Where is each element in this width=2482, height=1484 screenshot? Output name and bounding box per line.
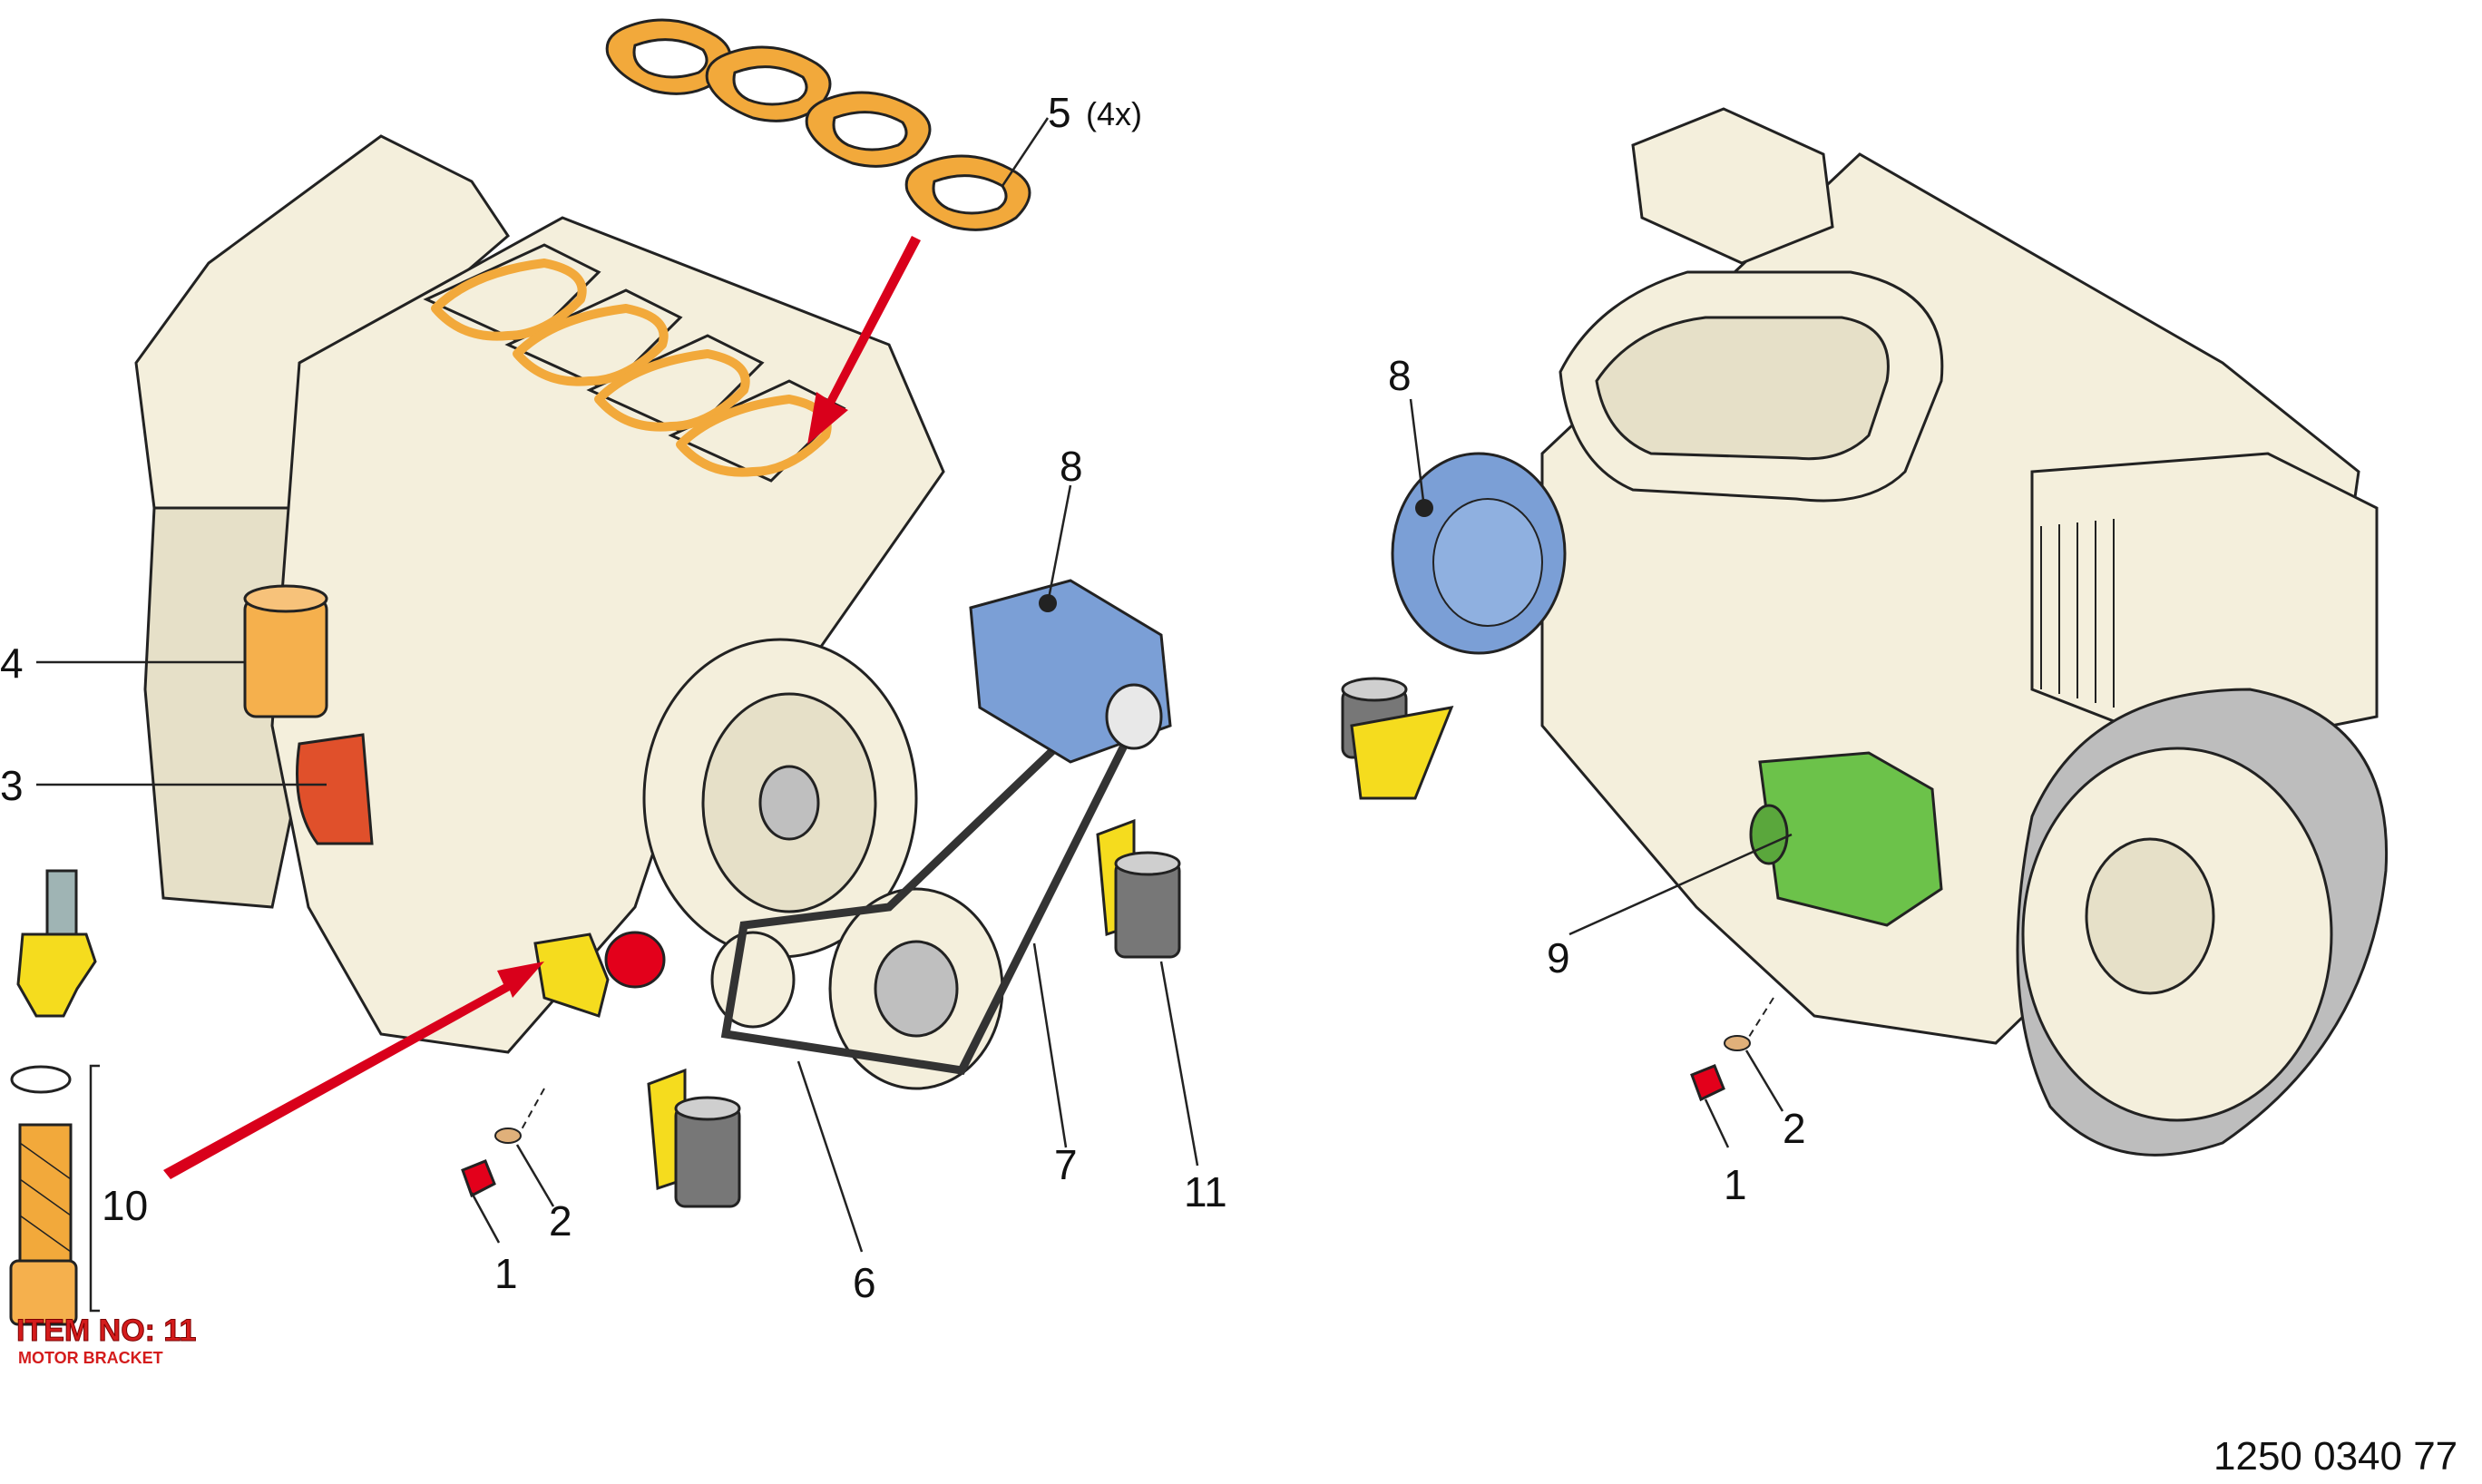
gasket-set-item-5 [605, 18, 1031, 231]
fuel-component-yellow [533, 932, 610, 1018]
motor-bracket-front [647, 1068, 741, 1208]
drain-plug-right [1690, 1064, 1725, 1102]
cooler-fins [2040, 519, 2115, 708]
red-arrow-gasket [807, 236, 921, 444]
document-number: 1250 0340 77 [2213, 1434, 2458, 1479]
alternator-left [969, 579, 1172, 764]
motor-bracket-rear [1096, 818, 1181, 959]
flywheel-hub [2085, 837, 2215, 995]
alternator-right [1391, 452, 1567, 655]
callout-1-left: 1 [494, 1250, 518, 1297]
oil-fill-cap [604, 931, 666, 989]
callout-7: 7 [1054, 1141, 1078, 1188]
oil-cooler-item-3 [296, 733, 374, 845]
seal-ring-left [494, 1128, 522, 1144]
callout-8-left: 8 [1060, 443, 1083, 490]
right-engine-view: 8 9 2 1 [1341, 107, 2389, 1208]
turbocharger [1631, 107, 1834, 265]
callout-1-right: 1 [1724, 1161, 1747, 1208]
red-arrow-fuel [163, 962, 544, 1179]
installed-gaskets [431, 259, 832, 477]
motor-bracket-right [1341, 677, 1454, 800]
callout-11: 11 [1184, 1168, 1227, 1216]
callout-5: 5 [1048, 89, 1071, 136]
callout-8-right: 8 [1388, 352, 1412, 399]
callout-6: 6 [853, 1259, 876, 1306]
leader-lines-left [36, 117, 1199, 1253]
fuel-filter-assembly-item-10 [9, 869, 100, 1326]
leader-lines-right [1409, 398, 1793, 1148]
callout-3: 3 [0, 762, 24, 809]
idler-pulley [710, 931, 796, 1029]
seal-ring-right [1724, 1035, 1751, 1051]
callout-4: 4 [0, 639, 24, 687]
left-engine-view: 5 (4x) 4 3 8 7 11 6 2 1 10 ITEM NO: 11 M… [0, 18, 1227, 1367]
manifold-pipe [1595, 316, 1890, 461]
drain-plug-left [461, 1159, 496, 1198]
callout-5-quantity: (4x) [1086, 95, 1142, 132]
fan-hub [758, 765, 820, 841]
callout-2-right: 2 [1783, 1105, 1806, 1152]
item-stamp-title: ITEM NO: 11 [16, 1313, 196, 1348]
callout-2-left: 2 [549, 1197, 572, 1245]
callout-10: 10 [102, 1182, 148, 1229]
oil-filter-item-4 [243, 584, 328, 718]
item-stamp-subtitle: MOTOR BRACKET [18, 1349, 163, 1367]
callout-9: 9 [1547, 934, 1570, 981]
crankshaft-hub [874, 940, 959, 1038]
oil-cooler-box [2030, 452, 2379, 755]
